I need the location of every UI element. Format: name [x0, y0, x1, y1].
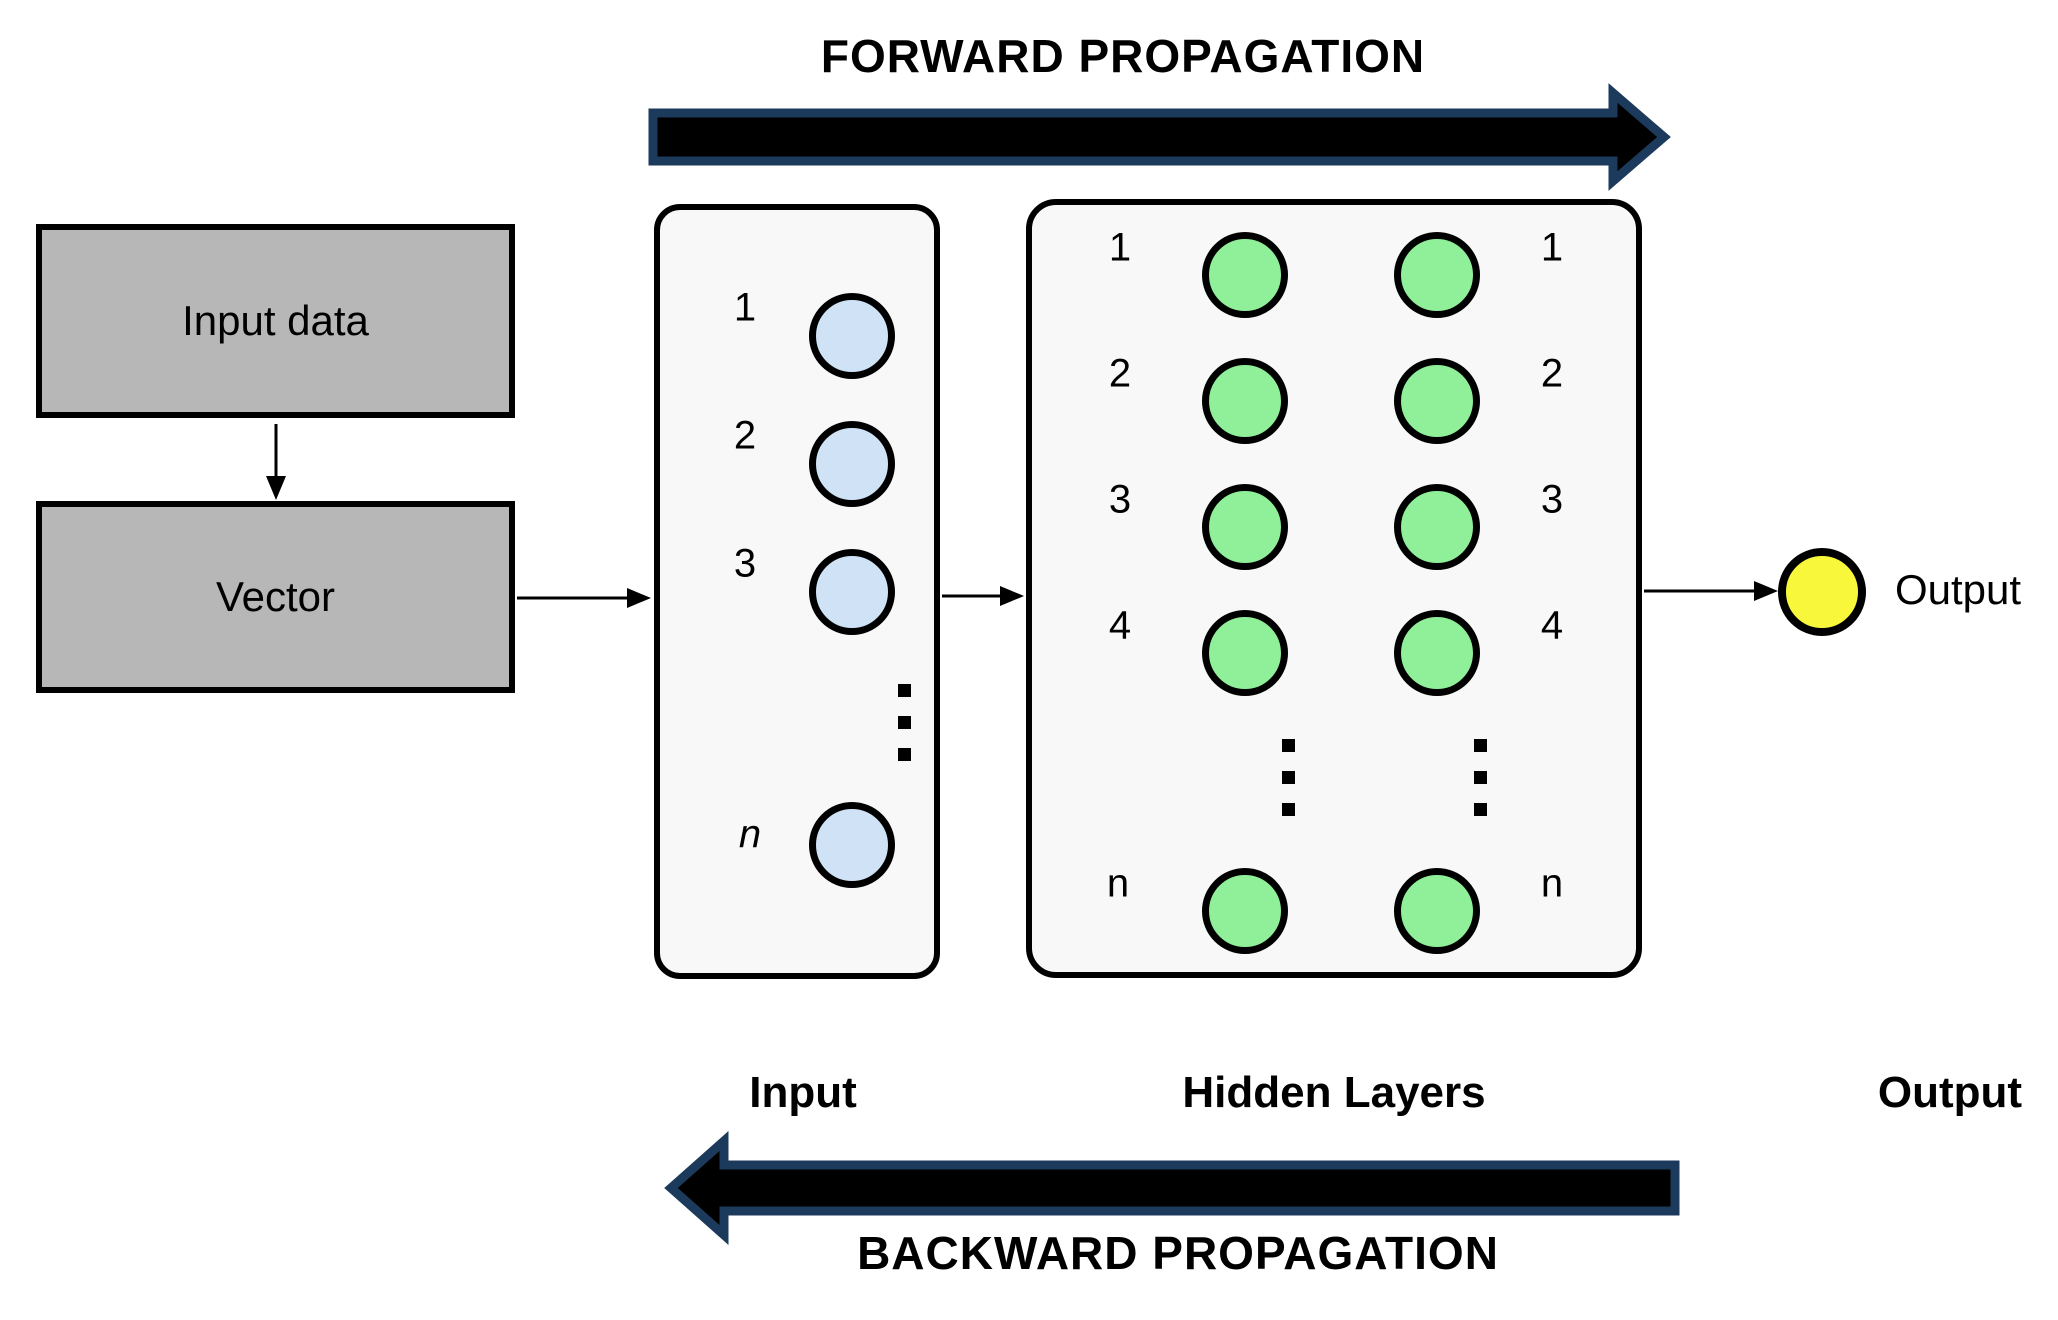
- dot: [1282, 803, 1295, 816]
- vector-box-label: Vector: [215, 573, 336, 620]
- hidden-right-label-4: 4: [1540, 603, 1564, 648]
- input-node-2: [809, 421, 895, 507]
- vector-box: Vector: [36, 501, 515, 693]
- hidden-right-label-n: n: [1540, 861, 1564, 906]
- input-node-label-n: n: [738, 812, 762, 857]
- input-layer-panel: [654, 204, 940, 979]
- hidden-right-node-1: [1394, 232, 1480, 318]
- dot: [898, 716, 911, 729]
- input-layer-caption: Input: [749, 1068, 857, 1117]
- input-node-label-2: 2: [733, 413, 757, 458]
- hidden-right-node-4: [1394, 610, 1480, 696]
- dot: [1282, 771, 1295, 784]
- hidden-right-label-3: 3: [1540, 477, 1564, 522]
- hidden-right-node-2: [1394, 358, 1480, 444]
- input-node-3: [809, 549, 895, 635]
- backward-arrow: [664, 1130, 1680, 1246]
- backward-propagation-title: BACKWARD PROPAGATION: [857, 1227, 1499, 1279]
- dot: [1282, 739, 1295, 752]
- hidden-left-label-2: 2: [1108, 351, 1132, 396]
- dot: [1474, 739, 1487, 752]
- hidden-left-node-1: [1202, 232, 1288, 318]
- hidden-panel-to-output-arrow: [1644, 581, 1778, 601]
- input-ellipsis-dots: [898, 684, 911, 761]
- input-node-label-3: 3: [733, 541, 757, 586]
- hidden-left-label-3: 3: [1108, 477, 1132, 522]
- hidden-left-node-n: [1202, 868, 1288, 954]
- input-data-box-label: Input data: [182, 297, 369, 344]
- output-node: [1778, 548, 1866, 636]
- output-layer-caption: Output: [1877, 1068, 2023, 1117]
- hidden-left-label-n: n: [1106, 861, 1130, 906]
- forward-propagation-title: FORWARD PROPAGATION: [820, 30, 1426, 82]
- hidden-right-label-2: 2: [1540, 351, 1564, 396]
- input-data-to-vector-arrow: [266, 424, 286, 500]
- dot: [1474, 771, 1487, 784]
- input-data-box: Input data: [36, 224, 515, 418]
- hidden-right-node-3: [1394, 484, 1480, 570]
- hidden-left-label-1: 1: [1108, 225, 1132, 270]
- hidden-layers-caption: Hidden Layers: [1182, 1068, 1486, 1117]
- forward-arrow: [648, 83, 1671, 191]
- input-node-n: [809, 802, 895, 888]
- dot: [898, 748, 911, 761]
- hidden-left-node-2: [1202, 358, 1288, 444]
- vector-to-input-panel-arrow: [517, 588, 651, 608]
- dot: [1474, 803, 1487, 816]
- output-node-label: Output: [1894, 566, 2022, 613]
- input-node-label-1: 1: [733, 285, 757, 330]
- hidden-layers-panel: [1026, 199, 1642, 978]
- hidden-left-ellipsis-dots: [1282, 739, 1295, 816]
- input-panel-to-hidden-panel-arrow: [942, 586, 1024, 606]
- hidden-left-label-4: 4: [1108, 603, 1132, 648]
- hidden-right-ellipsis-dots: [1474, 739, 1487, 816]
- hidden-left-node-4: [1202, 610, 1288, 696]
- hidden-right-label-1: 1: [1540, 225, 1564, 270]
- hidden-left-node-3: [1202, 484, 1288, 570]
- input-node-1: [809, 293, 895, 379]
- hidden-right-node-n: [1394, 868, 1480, 954]
- dot: [898, 684, 911, 697]
